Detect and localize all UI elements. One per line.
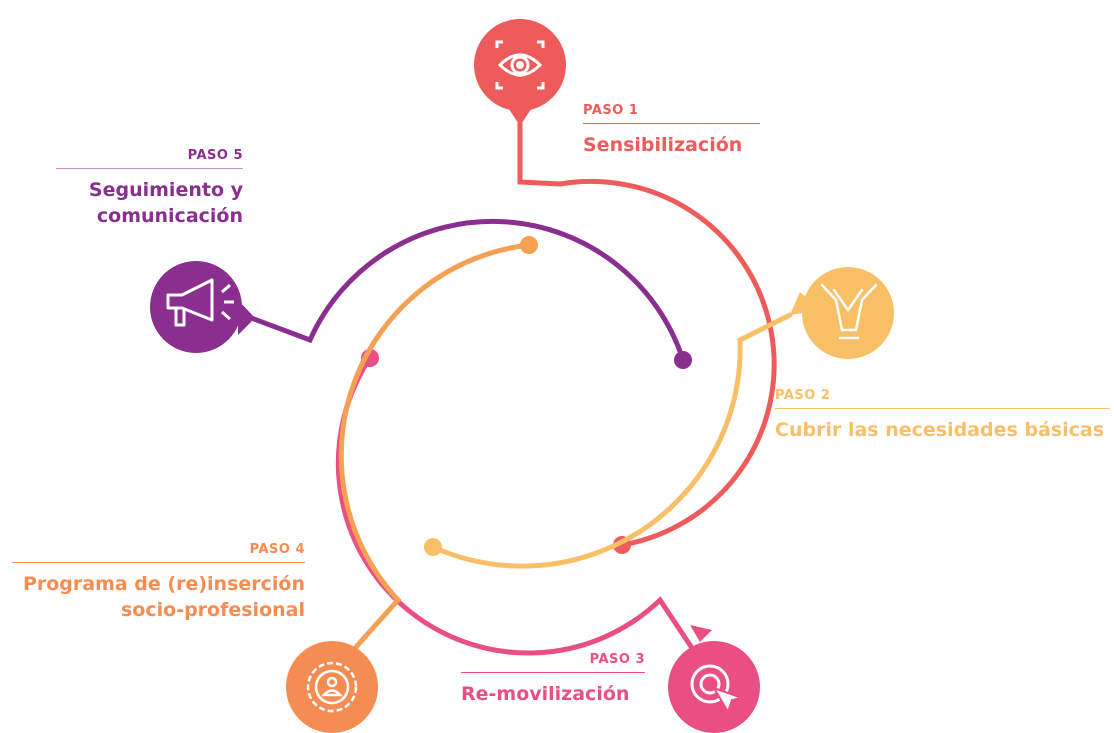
step2-paso: PASO 2 (775, 388, 831, 403)
step4-title-line1: Programa de (re)inserción (22, 573, 305, 595)
step3-title: Re-movilización (461, 683, 630, 705)
step2-divider (775, 408, 1110, 409)
step4-path (337, 236, 538, 668)
step4-title-line2: socio-profesional (121, 599, 305, 621)
eye-icon (495, 40, 545, 90)
step3-path (335, 349, 703, 663)
step3-marker (668, 625, 760, 733)
step5-title-line2: comunicación (96, 205, 243, 227)
hands-icon (820, 283, 878, 340)
step3-label: PASO 3 Re-movilización (461, 652, 645, 707)
step4-divider (12, 562, 305, 563)
step2-title: Cubrir las necesidades básicas (775, 419, 1105, 441)
step3-paso: PASO 3 (589, 652, 645, 667)
step1-paso: PASO 1 (583, 103, 639, 118)
step1-marker (474, 19, 566, 126)
step2-label: PASO 2 Cubrir las necesidades básicas (775, 388, 1110, 443)
badge-person-icon (306, 661, 358, 713)
megaphone-icon (166, 278, 234, 327)
target-cursor-icon (690, 664, 746, 715)
step4-label: PASO 4 Programa de (re)inserción socio-p… (12, 542, 305, 623)
step3-divider (461, 672, 645, 673)
step1-path (517, 112, 777, 554)
step1-label: PASO 1 Sensibilización (583, 103, 760, 158)
step2-path (424, 312, 793, 569)
step2-marker (790, 267, 894, 359)
step1-divider (583, 123, 760, 124)
step5-divider (56, 168, 243, 169)
step5-paso: PASO 5 (187, 148, 243, 163)
step4-paso: PASO 4 (249, 542, 305, 557)
step5-title-line1: Seguimiento y (88, 179, 243, 201)
step4-marker (286, 641, 378, 733)
step5-marker (150, 261, 255, 353)
step1-title: Sensibilización (583, 134, 743, 156)
step5-path (227, 218, 692, 369)
step5-label: PASO 5 Seguimiento y comunicación (56, 148, 243, 229)
